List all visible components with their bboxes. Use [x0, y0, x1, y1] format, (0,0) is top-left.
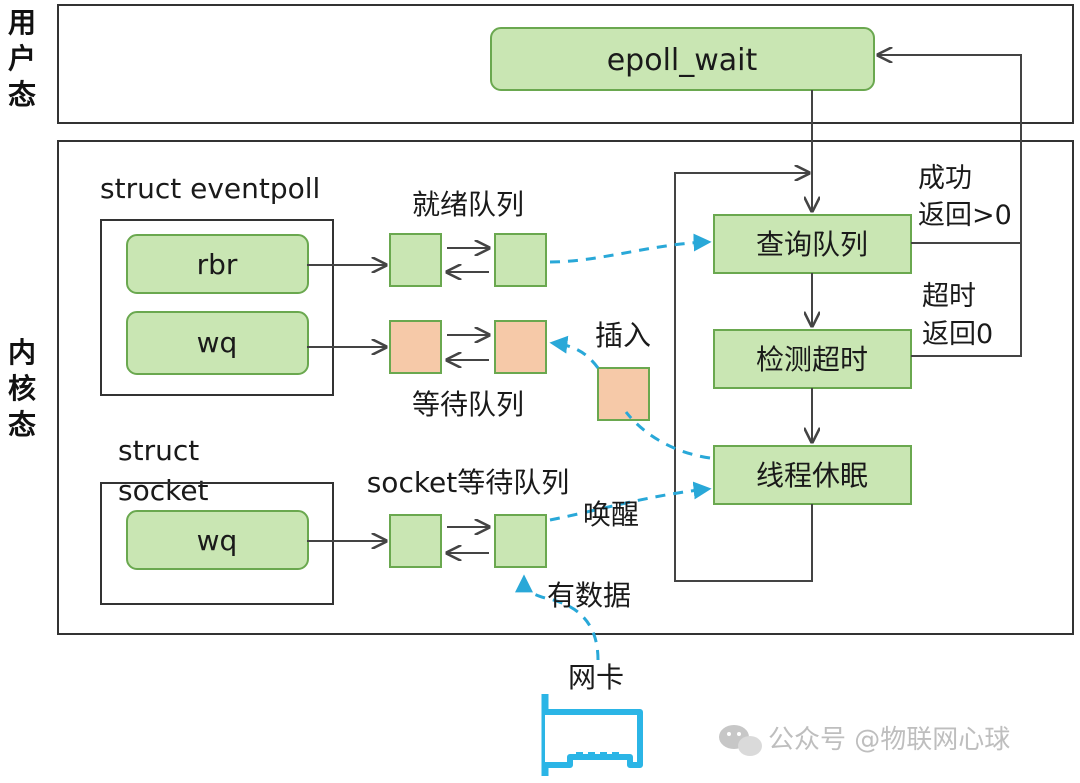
check-timeout-label: 检测超时: [756, 343, 868, 376]
socket-title-line1: struct: [118, 434, 199, 467]
insert-label: 插入: [595, 319, 651, 352]
wait-queue-node-2: [494, 320, 547, 374]
insert-dashed-arrow: [549, 335, 600, 369]
sleep-loop-arrow: [674, 173, 813, 582]
socket-wq-label: wq: [197, 524, 238, 557]
nic-label: 网卡: [568, 661, 624, 694]
check-timeout-box: [713, 329, 912, 389]
thread-sleep-box: [713, 445, 912, 505]
timeout-label-line2: 返回0: [922, 319, 993, 350]
svg-text:态: 态: [8, 408, 36, 441]
socket-title-line2: socket: [118, 474, 209, 507]
ready-list-title: 就绪队列: [412, 188, 524, 221]
epoll-wait-label: epoll_wait: [607, 43, 758, 78]
wechat-icon: [719, 725, 762, 756]
ready-list-node-1: [389, 233, 442, 287]
thread-sleep-label: 线程休眠: [756, 459, 868, 492]
wq-label: wq: [197, 326, 238, 359]
watermark: 公众号 @物联网心球: [719, 725, 1010, 756]
inserted-wait-node: [597, 367, 650, 421]
has-data-label: 有数据: [547, 579, 631, 612]
success-label-line1: 成功: [918, 163, 972, 194]
eventpoll-title: struct eventpoll: [100, 172, 320, 205]
eventpoll-frame: [100, 219, 334, 396]
has-data-dashed-arrow: [515, 574, 600, 661]
query-queue-label: 查询队列: [756, 228, 868, 261]
timeout-label-line1: 超时: [922, 281, 976, 312]
epoll-wait-box: [490, 27, 875, 91]
watermark-text: 公众号 @物联网心球: [768, 725, 1010, 755]
success-return-arrow: [878, 55, 1022, 244]
kernel-space-frame: [57, 140, 1074, 635]
socket-frame: [100, 482, 334, 605]
svg-text:态: 态: [8, 78, 36, 111]
user-space-label: 用 户 态: [8, 6, 36, 111]
sleep-to-inserted-node-dashed: [624, 411, 711, 460]
svg-text:用: 用: [8, 6, 36, 39]
socket-wait-queue-node-2: [494, 514, 547, 568]
wq-box: [126, 311, 309, 375]
kernel-space-label: 内 核 态: [8, 336, 36, 441]
user-space-frame: [57, 4, 1074, 124]
wait-queue-title: 等待队列: [412, 388, 524, 421]
svg-text:户: 户: [8, 42, 36, 75]
wakeup-dashed-arrow: [549, 481, 712, 522]
network-card-icon: [541, 694, 643, 776]
success-label-line2: 返回>0: [918, 200, 1012, 231]
ready-to-query-dashed-arrow: [549, 233, 712, 264]
svg-text:核: 核: [8, 372, 36, 405]
socket-wait-queue-title: socket等待队列: [367, 466, 570, 499]
svg-text:内: 内: [8, 336, 36, 369]
wait-queue-node-1: [389, 320, 442, 374]
timeout-return-line: [911, 243, 1022, 357]
wakeup-label: 唤醒: [583, 498, 639, 531]
rbr-label: rbr: [197, 248, 238, 281]
socket-wait-queue-node-1: [389, 514, 442, 568]
ready-list-node-2: [494, 233, 547, 287]
